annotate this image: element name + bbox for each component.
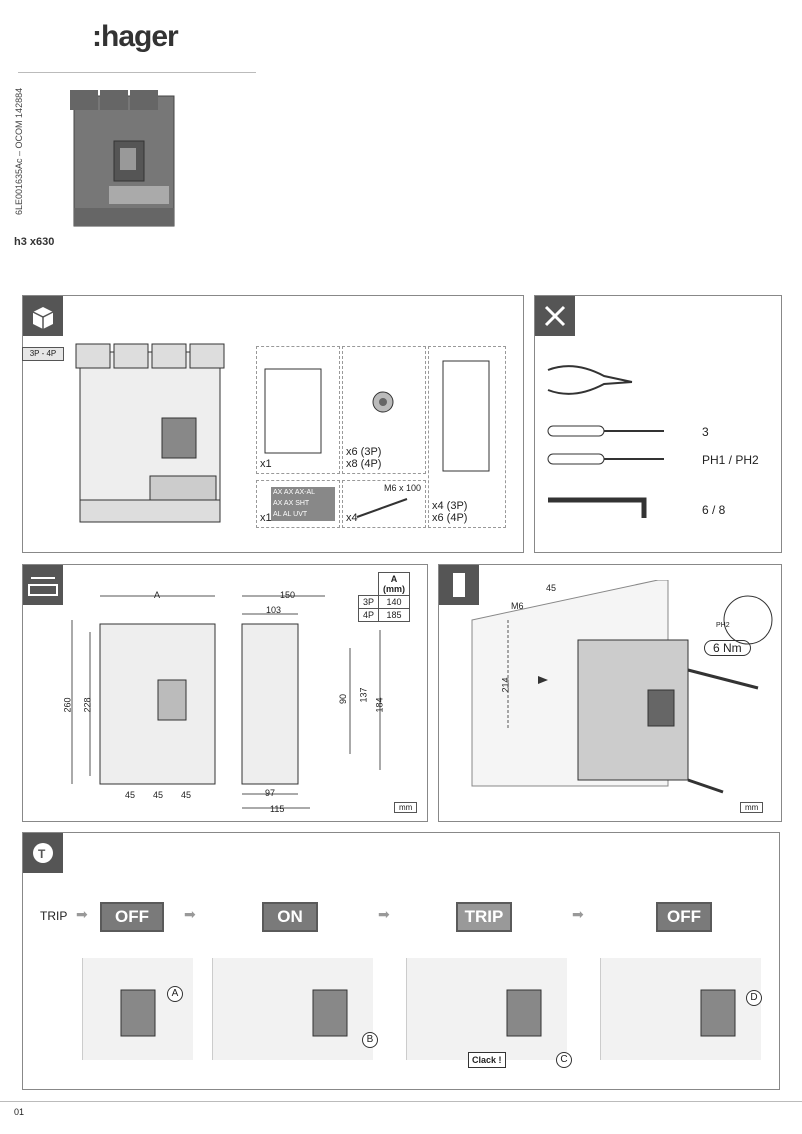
dim-184: 184 (374, 697, 385, 713)
mounting-unit-box: mm (740, 802, 764, 813)
dim-97: 97 (265, 788, 276, 798)
marker-a: A (167, 986, 183, 1002)
dimension-unit-box: mm (394, 802, 418, 813)
bolts-box (342, 480, 426, 528)
breaker-product-image (70, 90, 175, 227)
mount-ph2: PH2 (716, 622, 730, 629)
trip-prefix: TRIP (40, 909, 68, 923)
step-photo-a (82, 958, 193, 1060)
operation-badge: T (23, 833, 63, 873)
torque-value: 6 Nm (704, 640, 751, 656)
mount-m6: M6 (511, 601, 524, 611)
wrench-screwdriver-icon (544, 305, 566, 327)
arrow-3: ➡ (378, 906, 390, 922)
aux-label-box: AX AX AX-AL AX AX SHT AL AL UVT (256, 480, 340, 528)
clack-label: Clack ! (468, 1052, 506, 1068)
arrow-2: ➡ (184, 906, 196, 922)
arrow-1: ➡ (76, 906, 88, 922)
state-trip: TRIP (456, 902, 512, 932)
dim-45-1: 45 (125, 790, 136, 800)
screws-box (342, 346, 426, 474)
dim-45-3: 45 (181, 790, 192, 800)
ph-screwdriver-size: PH1 / PH2 (702, 453, 759, 467)
step-photo-d (600, 958, 761, 1060)
mounting-drawing (471, 580, 773, 794)
tools-badge (535, 296, 575, 336)
aux-label-qty: x1 (260, 512, 272, 524)
flat-screwdriver-size: 3 (702, 425, 709, 439)
footer-divider (0, 1101, 802, 1102)
state-on: ON (262, 902, 318, 932)
dimension-drawing (71, 595, 381, 809)
tools-illustration (547, 365, 664, 518)
hex-key-size: 6 / 8 (702, 503, 726, 517)
document-code: 6LE001635Ac – OCOM 142884 (14, 87, 24, 215)
mount-dim-214: 214 (500, 677, 511, 693)
terminal-shield-box (428, 346, 506, 528)
dim-45-2: 45 (153, 790, 164, 800)
hager-logo: :hager (92, 20, 179, 53)
marker-b: B (362, 1032, 378, 1048)
manual-box (256, 346, 340, 474)
gear-test-icon: T (33, 843, 53, 863)
dim-228: 228 (82, 697, 93, 713)
arrow-4: ➡ (572, 906, 584, 922)
marker-c: C (556, 1052, 572, 1068)
page-number: 01 (14, 1107, 25, 1117)
shield-qty-3p: x4 (3P) (432, 500, 468, 512)
shield-qty-4p: x6 (4P) (432, 512, 468, 524)
dim-90: 90 (338, 693, 349, 705)
bolt-size: M6 x 100 (384, 483, 422, 493)
dim-260: 260 (62, 697, 73, 713)
ruler-icon (28, 577, 58, 596)
dim-103: 103 (266, 605, 282, 615)
state-off-1: OFF (100, 902, 164, 932)
screws-qty-3p: x6 (3P) (346, 446, 382, 458)
state-off-2: OFF (656, 902, 712, 932)
aux-label-sheet: AX AX AX-AL AX AX SHT AL AL UVT (271, 487, 335, 521)
dim-150: 150 (280, 590, 296, 600)
dimensions-badge (23, 565, 63, 605)
svg-text:T: T (38, 847, 46, 861)
step-photo-c (406, 958, 567, 1060)
screws-qty-4p: x8 (4P) (346, 458, 382, 470)
tools-panel (534, 295, 782, 553)
marker-d: D (746, 990, 762, 1006)
package-badge (23, 296, 63, 336)
dim-a: A (154, 590, 161, 600)
package-icon (32, 307, 54, 329)
breaker-illustration (75, 343, 225, 523)
bolts-qty: x4 (346, 512, 358, 524)
mounting-badge (439, 565, 479, 605)
manual-qty: x1 (260, 458, 272, 470)
header-divider (18, 72, 256, 73)
pole-tag: 3P - 4P (22, 347, 64, 361)
step-photo-b (212, 958, 373, 1060)
wall-mount-icon (453, 573, 465, 597)
model-name: h3 x630 (14, 236, 55, 248)
mount-dim-45: 45 (546, 583, 557, 593)
dim-137: 137 (358, 687, 369, 703)
dim-115: 115 (270, 804, 285, 814)
